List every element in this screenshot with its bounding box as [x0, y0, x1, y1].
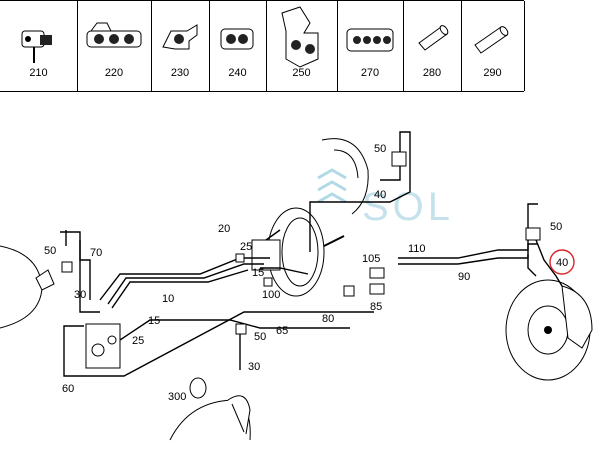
mounting-bracket-icon [281, 6, 319, 68]
sleeve-85 [369, 283, 385, 295]
part-cell-210[interactable]: 210 [0, 1, 78, 91]
part-cell-270[interactable]: 270 [337, 1, 404, 91]
callout-label: 25 [132, 335, 144, 347]
part-cell-220[interactable]: 220 [77, 1, 152, 91]
callout-label: 100 [262, 289, 280, 301]
callout-label: 25 [240, 241, 252, 253]
fitting [235, 253, 245, 263]
callout-label: 30 [74, 289, 86, 301]
sensor-plug-icon [21, 30, 52, 63]
callout-label: 20 [218, 223, 230, 235]
callout-label: 70 [90, 247, 102, 259]
sleeve-tube-icon [418, 25, 449, 51]
highlight-ring [549, 249, 575, 275]
callout-label: 105 [362, 253, 380, 265]
sleeve-105 [369, 267, 385, 279]
part-number: 250 [292, 67, 311, 79]
part-cell-290[interactable]: 290 [461, 1, 525, 91]
callout-label: 60 [62, 383, 74, 395]
part-cell-250[interactable]: 250 [266, 1, 338, 91]
part-number: 230 [170, 67, 190, 79]
part-number: 270 [360, 67, 380, 79]
double-clip-icon [220, 28, 254, 50]
watermark-logo: SOL [317, 168, 454, 229]
abs-hydraulic-unit [85, 323, 121, 369]
callout-label: 50 [374, 143, 386, 155]
callout-label: 110 [408, 243, 426, 255]
callout-label: 30 [248, 361, 260, 373]
quad-clip-icon [346, 28, 394, 52]
callout-label: 65 [276, 325, 288, 337]
callout-label: 300 [168, 391, 186, 403]
part-number: 290 [483, 67, 502, 79]
triple-connector-icon [86, 22, 142, 48]
callout-label: 40 [374, 189, 386, 201]
rear-brake-disc [169, 395, 251, 441]
callout-label: 15 [252, 267, 264, 279]
callout-label: 50 [550, 221, 562, 233]
clip-fitting [391, 151, 407, 167]
part-number: 210 [29, 67, 48, 79]
callout-label: 85 [370, 301, 382, 313]
clip-bracket-icon [162, 24, 198, 50]
callout-label: 90 [458, 271, 470, 283]
part-cell-230[interactable]: 230 [151, 1, 210, 91]
part-number: 280 [422, 67, 442, 79]
parts-strip: 210 220 230 240 [0, 0, 525, 92]
callout-labels: 50 40 20 25 15 105 110 50 40 90 50 70 30… [44, 143, 568, 403]
clip-fitting [235, 323, 247, 335]
callout-label: 15 [148, 315, 160, 327]
callout-label: 80 [322, 313, 334, 325]
grommet-300 [189, 377, 207, 399]
rear-right-brake-disc [321, 138, 369, 215]
fitting [263, 277, 273, 287]
front-right-brake-disc [505, 279, 593, 381]
callout-label: 50 [254, 331, 266, 343]
part-number: 220 [104, 67, 124, 79]
hose-tube-icon [474, 26, 509, 54]
part-cell-280[interactable]: 280 [403, 1, 462, 91]
clip-fitting [61, 261, 73, 273]
front-left-brake-disc [0, 245, 55, 329]
callout-label: 40 [556, 257, 568, 269]
callout-label: 10 [162, 293, 174, 305]
part-cell-240[interactable]: 240 [209, 1, 267, 91]
clip-fitting [525, 227, 541, 241]
watermark-text: SOL [362, 185, 454, 229]
line-fittings [61, 151, 541, 399]
callout-label: 50 [44, 245, 56, 257]
part-number: 240 [228, 67, 247, 79]
fitting [343, 285, 355, 297]
brake-lines [60, 131, 563, 377]
